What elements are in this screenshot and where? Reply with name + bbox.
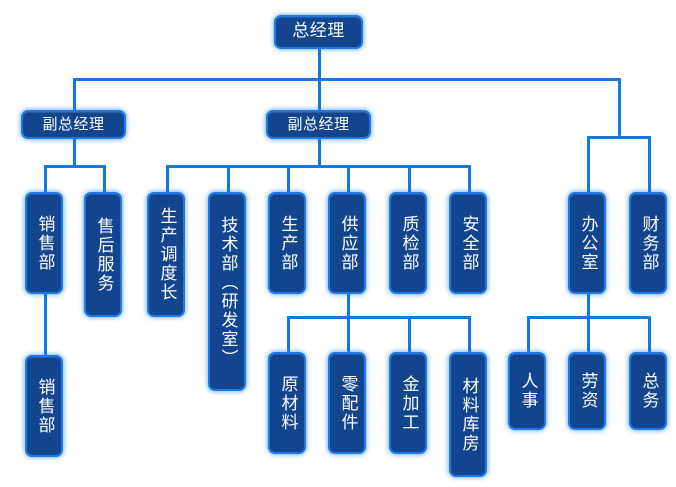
connector-to-office [587, 136, 590, 193]
node-human-resources[interactable]: 人事 [508, 352, 546, 430]
connector-to-aftersales [103, 165, 106, 193]
connector-sales-to-sales-sub [44, 293, 47, 356]
connector-gm-to-office-branch [618, 78, 621, 136]
connector-to-qc [408, 165, 411, 193]
node-label: 总务 [638, 372, 659, 410]
connector-gm-stem [318, 48, 321, 80]
connector-vgm-mid-stem [318, 138, 321, 166]
node-label: 供应部 [337, 214, 358, 272]
node-technical-dept[interactable]: 技术部（研发室） [208, 192, 246, 391]
node-label: 办公室 [577, 214, 598, 272]
connector-supply-stem [347, 293, 350, 318]
connector-to-tech [227, 165, 230, 193]
node-label: 销售部 [34, 377, 55, 435]
node-label: 人事 [517, 372, 538, 410]
node-label: 安全部 [458, 214, 479, 272]
node-label: 劳资 [577, 372, 598, 410]
node-label: 生产调度长 [156, 207, 177, 302]
node-sales-dept[interactable]: 销售部 [25, 192, 63, 294]
node-finance-dept[interactable]: 财务部 [629, 192, 667, 294]
node-label: 售后服务 [93, 216, 114, 293]
node-quality-inspection-dept[interactable]: 质检部 [389, 192, 427, 294]
node-label: 金加工 [398, 374, 419, 432]
connector-gm-bus [73, 78, 621, 81]
node-general-affairs[interactable]: 总务 [629, 352, 667, 430]
node-material-warehouse[interactable]: 材料库房 [449, 352, 487, 477]
connector-to-sales [44, 165, 47, 193]
node-supply-dept[interactable]: 供应部 [328, 192, 366, 294]
connector-to-production [287, 165, 290, 193]
node-deputy-gm-left[interactable]: 副总经理 [21, 110, 126, 139]
connector-to-metal-proc [408, 316, 411, 352]
node-labor-wage[interactable]: 劳资 [568, 352, 606, 430]
connector-to-general-affairs [648, 316, 651, 352]
node-safety-dept[interactable]: 安全部 [449, 192, 487, 294]
connector-to-hr [527, 316, 530, 352]
node-spare-parts[interactable]: 零配件 [328, 352, 366, 454]
node-general-manager[interactable]: 总经理 [274, 15, 363, 49]
connector-to-supply [347, 165, 350, 193]
node-label: 生产部 [277, 214, 298, 272]
node-metal-processing[interactable]: 金加工 [389, 352, 427, 454]
connector-to-raw-material [287, 316, 290, 352]
connector-office-stem [587, 293, 590, 318]
node-label: 副总经理 [287, 115, 350, 134]
node-production-dept[interactable]: 生产部 [268, 192, 306, 294]
connector-right-bus [587, 136, 651, 139]
node-label: 总经理 [292, 21, 345, 42]
connector-vgm-mid-bus [166, 165, 470, 168]
node-label: 财务部 [638, 214, 659, 272]
node-label: 技术部（研发室） [217, 215, 238, 368]
connector-to-material-warehouse [468, 316, 471, 352]
connector-to-parts [347, 316, 350, 352]
node-label: 副总经理 [42, 115, 105, 134]
connector-gm-to-vgm-mid [318, 78, 321, 111]
node-production-scheduler[interactable]: 生产调度长 [147, 192, 185, 317]
node-after-sales-service[interactable]: 售后服务 [84, 192, 122, 317]
node-deputy-gm-mid[interactable]: 副总经理 [266, 110, 371, 139]
connector-vgm-left-bus [44, 165, 106, 168]
node-label: 原材料 [277, 374, 298, 432]
node-label: 质检部 [398, 214, 419, 272]
node-label: 材料库房 [458, 376, 479, 453]
connector-vgm-left-stem [73, 138, 76, 166]
node-office[interactable]: 办公室 [568, 192, 606, 294]
node-sales-dept-sub[interactable]: 销售部 [25, 355, 63, 457]
connector-gm-to-vgm-left [73, 78, 76, 111]
connector-supply-bus [287, 316, 471, 319]
connector-to-finance [648, 136, 651, 193]
node-label: 零配件 [337, 374, 358, 432]
connector-to-prod-sched [166, 165, 169, 193]
node-raw-material[interactable]: 原材料 [268, 352, 306, 454]
connector-to-labor-wage [587, 316, 590, 352]
connector-to-safety [468, 165, 471, 193]
node-label: 销售部 [34, 214, 55, 272]
